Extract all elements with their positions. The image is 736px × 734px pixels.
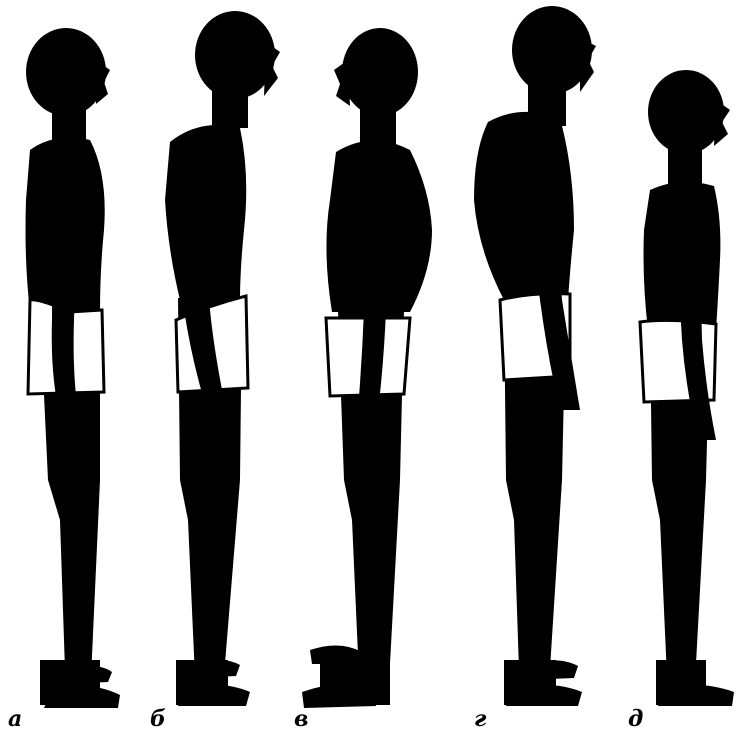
figure-label-d: д [628,706,643,732]
figure-a-silhouette [26,28,121,708]
figure-label-a: а [8,706,22,732]
figure-b-silhouette [165,11,280,706]
figure-g-silhouette [474,6,596,706]
figure-label-b: б [150,706,166,732]
figure-v-silhouette [302,28,432,708]
figure-label-v: в [294,706,308,732]
figure-d-silhouette [640,70,734,706]
figure-label-g: г [474,706,487,732]
